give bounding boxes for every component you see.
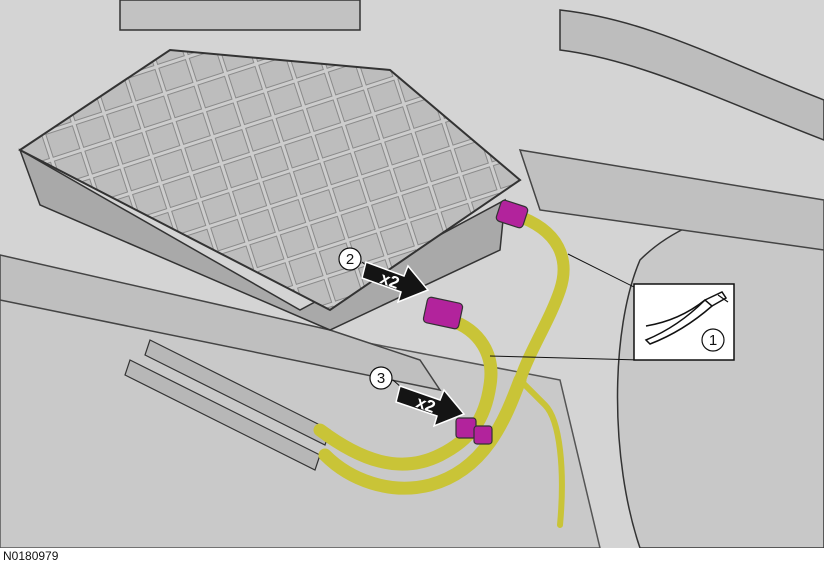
callout-2: 2 (338, 247, 362, 271)
hose-clamp-upper (495, 199, 529, 229)
coolant-hose-branch (517, 377, 565, 528)
svg-text:3: 3 (377, 370, 385, 387)
leader-line-1a (567, 253, 641, 291)
hose-clamp-lower-b (473, 425, 493, 445)
side-rail (0, 254, 442, 392)
upper-hose-right (559, 9, 824, 141)
direction-arrow-2 (361, 261, 430, 304)
figure-id-label: N0180979 (3, 549, 59, 563)
coolant-hose-upper (509, 209, 570, 386)
callout-3: 3 (369, 366, 393, 390)
svg-text:2: 2 (346, 251, 354, 268)
leader-line-1b (489, 355, 641, 361)
coolant-hose-lower (318, 373, 527, 495)
lower-tube-2 (124, 359, 321, 471)
lower-tube (144, 339, 331, 446)
hose-clamp-lower-a (455, 417, 477, 439)
upper-hose-top (119, 0, 361, 31)
module-housing-top (18, 48, 522, 312)
tank-body-right (616, 207, 824, 548)
crossmember (518, 149, 824, 251)
direction-arrow-3 (395, 385, 466, 428)
hose-clamp-middle (422, 296, 464, 330)
component-illustration: x2 x2 1 2 3 (0, 0, 824, 548)
svg-text:1: 1 (709, 332, 717, 349)
callout-1: 1 (701, 328, 725, 352)
